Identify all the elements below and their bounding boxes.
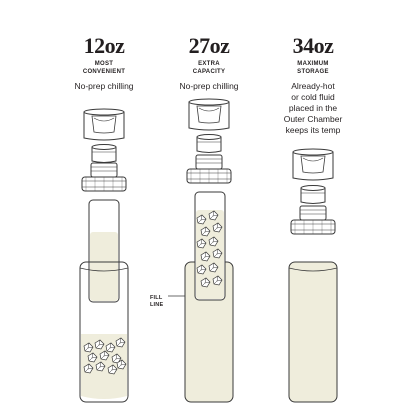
description-line: placed in the [288, 103, 338, 113]
description-line: keeps its temp [285, 125, 341, 135]
subtitle-line: STORAGE [297, 69, 329, 75]
description: Already-hot or cold fluid placed in the … [244, 81, 382, 136]
subtitle-line: CONVENIENT [82, 69, 126, 75]
bottle-12oz [79, 108, 129, 403]
fill-line-text: LINE [150, 302, 164, 308]
size-subtitle: MOST CONVENIENT [35, 60, 173, 76]
description-line: Outer Chamber [283, 114, 343, 124]
subtitle-line: CAPACITY [192, 69, 226, 75]
subtitle-line: EXTRA [198, 61, 220, 67]
size-subtitle: MAXIMUM STORAGE [244, 60, 382, 76]
subtitle-line: MOST [94, 61, 114, 67]
bottle-27oz [168, 98, 234, 403]
size-label: 34oz [292, 33, 334, 58]
description: No-prep chilling [179, 81, 239, 91]
subtitle-line: MAXIMUM [297, 61, 329, 67]
fill-line-label: FILL LINE [150, 295, 180, 309]
size-label: 12oz [83, 33, 125, 58]
bottle-34oz [288, 148, 338, 403]
size-subtitle: EXTRA CAPACITY [140, 60, 278, 76]
fill-line-text: FILL [150, 295, 163, 301]
size-label: 27oz [188, 33, 230, 58]
description-line: or cold fluid [291, 92, 335, 102]
description: No-prep chilling [74, 81, 134, 91]
description-line: Already-hot [291, 81, 335, 91]
